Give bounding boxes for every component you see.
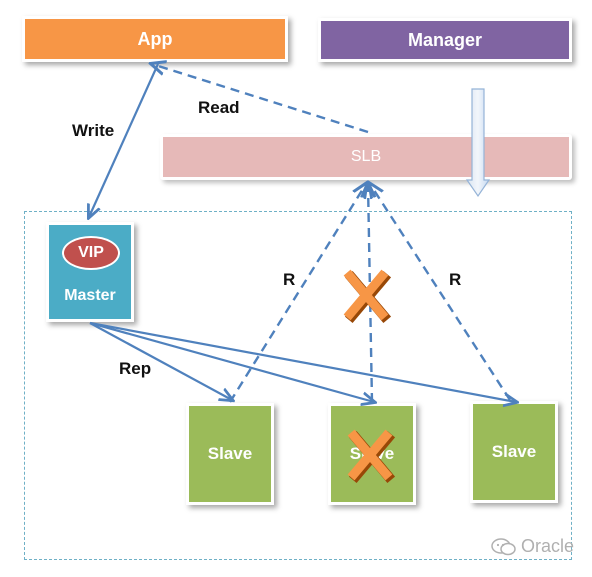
read-arrow (152, 64, 369, 134)
wechat-icon (491, 537, 516, 555)
vip-badge: VIP (62, 236, 120, 270)
r-label-right: R (449, 270, 462, 289)
read-label: Read (198, 98, 240, 117)
watermark: Oracle (491, 536, 574, 557)
slave-node-left: Slave (186, 403, 274, 505)
slave-node-middle: Slave (328, 403, 416, 505)
master-label: Master (64, 287, 116, 304)
slave-node-right: Slave (470, 401, 558, 503)
slb-node: SLB (160, 134, 572, 180)
rep-label: Rep (119, 359, 152, 378)
r-label-left: R (283, 270, 296, 289)
watermark-text: Oracle (520, 536, 574, 556)
app-node: App (22, 16, 288, 62)
write-label: Write (72, 121, 115, 140)
manager-node: Manager (318, 18, 572, 62)
